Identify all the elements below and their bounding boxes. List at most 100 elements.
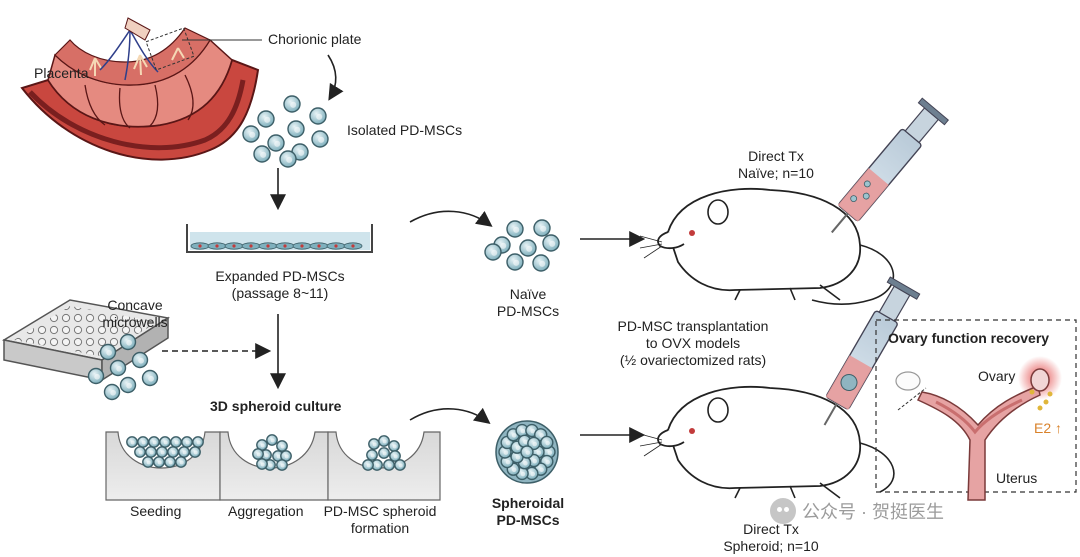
cell-nucleus [138,357,144,364]
cell-nucleus [523,461,528,466]
watermark: 公众号 · 贺挺医生 [770,498,944,524]
concave-line2: microwells [102,314,168,330]
cell-nucleus [298,149,305,156]
cell-nucleus [283,244,287,248]
e2-label: E2 ↑ [1034,420,1063,436]
cell-nucleus [286,156,293,163]
cell-nucleus [525,450,531,455]
cell-nucleus [106,349,112,356]
cell-nucleus [539,260,546,267]
arrow-plate-to-isolated [327,54,344,101]
cell-nucleus [505,440,511,446]
placenta-illustration [20,17,262,161]
cell-nucleus [268,463,273,468]
cell-nucleus [266,244,270,248]
cell-nucleus [547,450,553,455]
spheroidal-line2: PD-MSCs [496,512,560,528]
cell-nucleus [280,463,285,468]
cell-nucleus [94,373,100,380]
cell-nucleus [148,375,154,382]
formation-line2: formation [350,520,410,536]
cell-nucleus [387,463,392,468]
cell-nucleus [274,140,281,147]
uterus-label: Uterus [996,470,1038,486]
cell-nucleus [126,382,132,389]
cell-nucleus [545,459,551,465]
cell-nucleus [138,450,143,455]
cell-nucleus [264,453,269,458]
isolated-label: Isolated PD-MSCs [347,122,463,138]
cell-nucleus [500,242,507,249]
cell-nucleus [179,460,184,465]
direct-spheroid-line2: Spheroid; n=10 [723,538,819,554]
naive-line2: PD-MSCs [496,303,560,319]
cell-nucleus [260,151,267,158]
cell-nucleus [249,131,256,138]
cell-nucleus [317,244,321,248]
formation-line1: PD-MSC spheroid [323,503,437,519]
cell-nucleus [193,450,198,455]
expanded-label: Expanded PD-MSCs (passage 8~11) [195,268,365,302]
cell-nucleus [545,440,551,446]
spheroidal-line1: Spheroidal [491,495,565,511]
concave-line1: Concave [107,297,163,313]
cell-nucleus [393,454,398,459]
cell-nucleus [536,450,542,455]
cell-nucleus [511,467,517,473]
uterus-illustration [895,356,1062,501]
cell-nucleus [318,136,325,143]
spheroid-culture-label: 3D spheroid culture [210,398,342,414]
cell-nucleus [182,450,187,455]
cell-nucleus [152,440,157,445]
cell-nucleus [270,438,275,443]
cell-nucleus [398,463,403,468]
cell-nucleus [198,244,202,248]
chorionic-plate-label: Chorionic plate [268,31,362,47]
cell-nucleus [532,458,538,464]
transplant-line3: (½ ovariectomized rats) [619,352,767,368]
expanded-line1: Expanded PD-MSCs [215,268,345,284]
cell-nucleus [294,126,301,133]
cell-nucleus [513,259,520,266]
cell-nucleus [126,339,132,346]
cell-nucleus [530,471,536,477]
direct-naive-line1: Direct Tx [748,148,804,164]
syringe-naive [831,97,950,234]
cell-nucleus [515,455,521,460]
cell-nucleus [300,244,304,248]
cell-nucleus [549,240,556,247]
spheroid-ball [495,420,559,484]
wechat-icon [770,498,796,524]
direct-spheroid-line1: Direct Tx [743,521,799,537]
cell-nucleus [316,113,323,120]
direct-naive-line2: Naïve; n=10 [738,165,814,181]
cell-nucleus [372,442,377,447]
cell-nucleus [511,433,517,438]
transplant-label: PD-MSC transplantation to OVX models (½ … [598,318,788,369]
watermark-text: 公众号 · 贺挺医生 [802,502,944,522]
arrow-dish-to-naive [409,210,493,227]
spheroid-wells [105,431,441,501]
expanded-line2: (passage 8~11) [231,285,329,301]
cell-nucleus [141,440,146,445]
placenta-label: Placenta [34,65,89,81]
cell-nucleus [392,444,397,449]
cell-nucleus [215,244,219,248]
cell-nucleus [540,225,547,232]
cell-nucleus [539,433,544,438]
cell-nucleus [523,439,528,445]
cell-nucleus [530,428,536,434]
cell-nucleus [168,460,173,465]
cell-nucleus [160,450,165,455]
cell-nucleus [382,451,387,456]
naive-label: Naïve PD-MSCs [478,286,578,320]
cell-nucleus [382,439,387,444]
cell-nucleus [532,441,538,447]
culture-dish [186,224,373,253]
cell-nucleus [520,428,526,434]
aggregation-label: Aggregation [228,503,304,519]
cell-nucleus [196,440,201,445]
cell-nucleus [185,440,190,445]
cell-nucleus [526,245,533,252]
